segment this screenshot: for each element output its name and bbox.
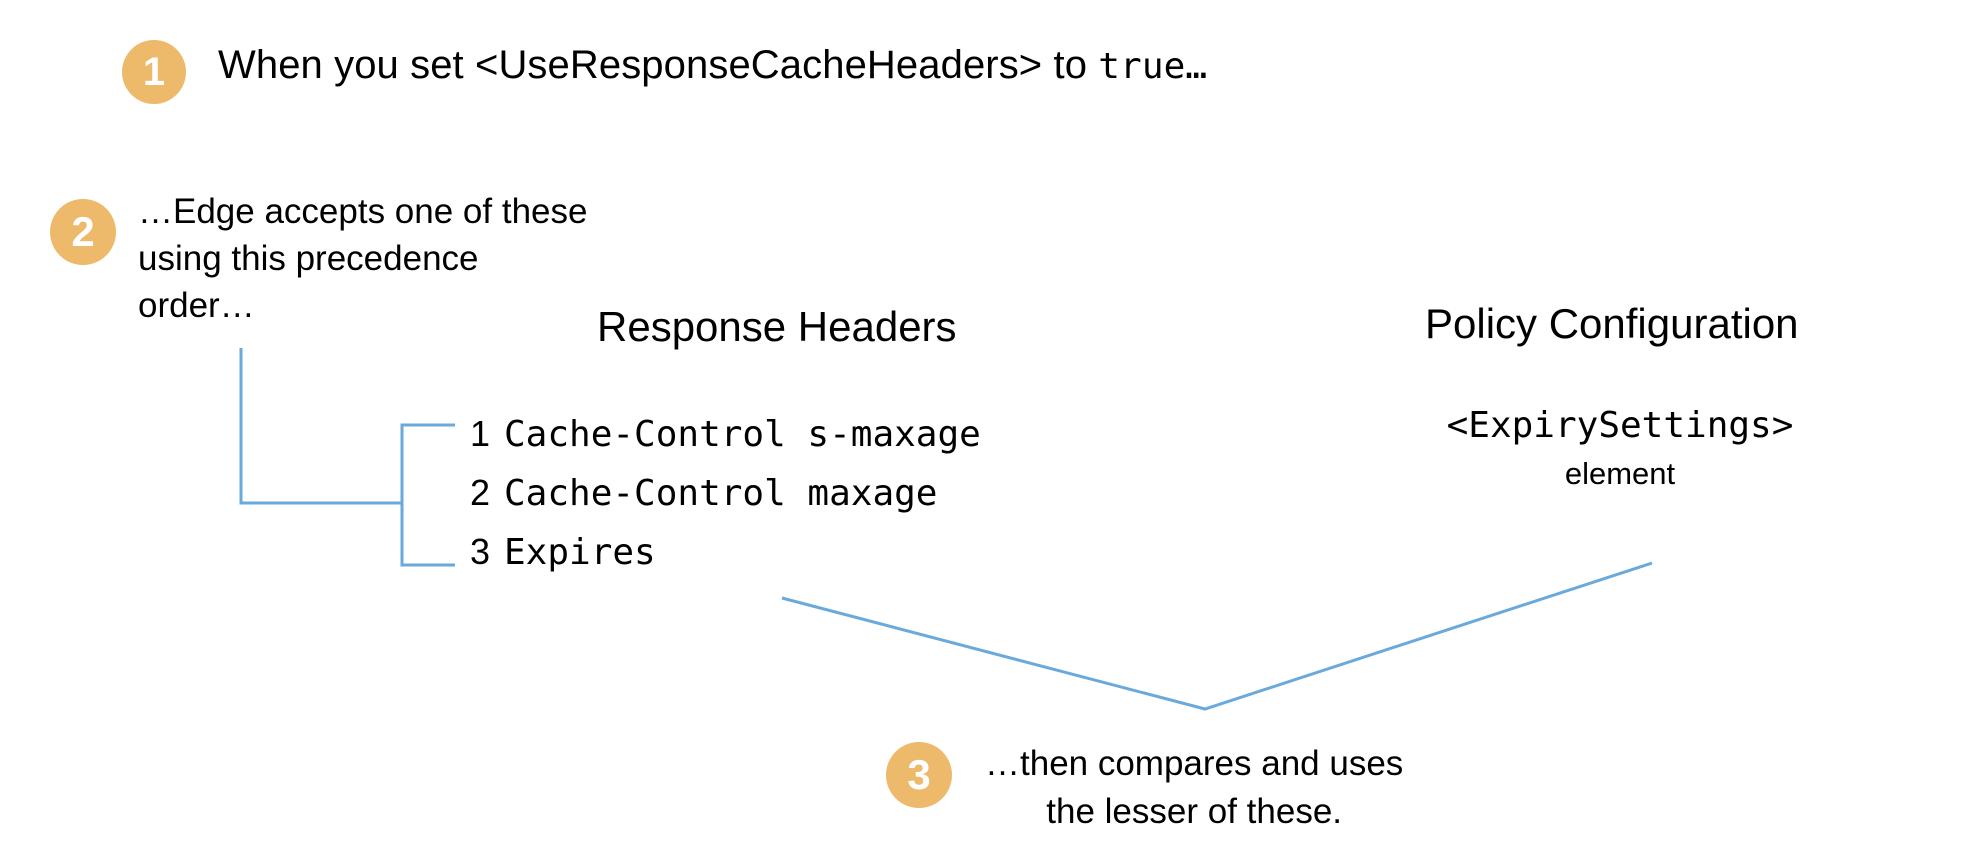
precedence-rank: 3 [470, 531, 491, 572]
step-3-caption: …then compares and uses the lesser of th… [985, 744, 1404, 831]
precedence-label: Expires [504, 532, 656, 573]
precedence-list: 1 Cache-Control s-maxage 2 Cache-Control… [470, 413, 981, 590]
step-1-caption-value: true… [1098, 46, 1208, 87]
policy-element-word: element [1564, 456, 1676, 491]
step-badge-1: 1 [122, 40, 186, 104]
step-1-caption: When you set <UseResponseCacheHeaders> t… [218, 43, 1207, 88]
column-title-response-headers: Response Headers [597, 303, 957, 350]
precedence-rank: 1 [470, 413, 491, 454]
policy-element-tag: <ExpirySettings> [1446, 405, 1794, 446]
step-badge-3: 3 [886, 742, 952, 808]
precedence-item: 3 Expires [470, 531, 981, 590]
precedence-item: 1 Cache-Control s-maxage [470, 413, 981, 472]
column-title-policy-configuration: Policy Configuration [1425, 300, 1799, 347]
precedence-bracket [400, 423, 455, 567]
precedence-item: 2 Cache-Control maxage [470, 472, 981, 531]
step-1-caption-lead: When you set <UseResponseCacheHeaders> t… [218, 43, 1099, 87]
precedence-label: Cache-Control maxage [504, 473, 938, 514]
precedence-rank: 2 [470, 472, 491, 513]
policy-element-block: <ExpirySettings> element [1425, 405, 1815, 492]
step-badge-2: 2 [50, 199, 116, 265]
step2-elbow-connector [239, 348, 402, 505]
step-2-caption: …Edge accepts one of these using this pr… [138, 192, 588, 325]
precedence-label: Cache-Control s-maxage [504, 414, 981, 455]
